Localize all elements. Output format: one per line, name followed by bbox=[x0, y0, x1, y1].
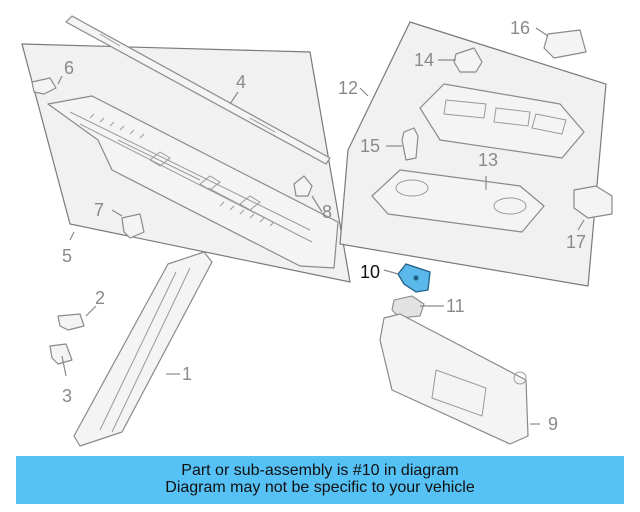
part-14-knob bbox=[453, 47, 483, 73]
part-4-trim-strip bbox=[65, 15, 331, 165]
callout-3: 3 bbox=[62, 386, 72, 406]
part-2-clip bbox=[57, 313, 85, 331]
callout-17: 17 bbox=[566, 232, 586, 252]
callout-16: 16 bbox=[510, 18, 530, 38]
part-12-console-base bbox=[419, 83, 585, 159]
callout-12: 12 bbox=[338, 78, 358, 98]
part-17-connector bbox=[573, 185, 613, 219]
part-13-console-tray bbox=[371, 169, 545, 233]
callout-11: 11 bbox=[446, 296, 465, 316]
callout-10: 10 bbox=[360, 262, 380, 282]
part-8-clip bbox=[293, 175, 313, 197]
part-15-plug bbox=[401, 127, 419, 161]
leader-lines bbox=[57, 27, 585, 425]
part-11-holder bbox=[391, 295, 425, 319]
group-12-frame bbox=[339, 21, 607, 287]
part-3-clip bbox=[49, 343, 73, 365]
part-7-clip bbox=[121, 213, 145, 239]
callout-1: 1 bbox=[182, 364, 192, 384]
banner-line-1: Part or sub-assembly is #10 in diagram bbox=[181, 462, 459, 479]
callout-2: 2 bbox=[95, 288, 105, 308]
callout-9: 9 bbox=[548, 414, 558, 434]
callout-5: 5 bbox=[62, 246, 72, 266]
part-16-switch bbox=[543, 29, 587, 59]
callout-6: 6 bbox=[64, 58, 74, 78]
callout-7: 7 bbox=[94, 200, 104, 220]
part-9-sun-visor bbox=[379, 313, 529, 445]
part-6-clip bbox=[31, 77, 57, 95]
callout-15: 15 bbox=[360, 136, 380, 156]
info-banner: Part or sub-assembly is #10 in diagram D… bbox=[16, 456, 624, 504]
callout-4: 4 bbox=[236, 72, 246, 92]
callout-8: 8 bbox=[322, 202, 332, 222]
part-1-pillar-trim bbox=[73, 251, 213, 447]
callout-13: 13 bbox=[478, 150, 498, 170]
banner-line-2: Diagram may not be specific to your vehi… bbox=[165, 479, 475, 496]
parts-diagram: 1 2 3 4 5 6 7 8 9 10 11 12 13 14 15 16 1… bbox=[21, 15, 613, 447]
callout-14: 14 bbox=[414, 50, 434, 70]
